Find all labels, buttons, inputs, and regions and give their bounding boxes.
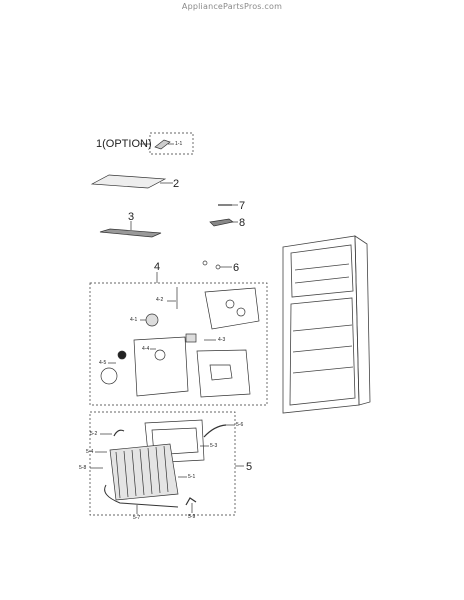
part-6-fastener xyxy=(202,260,208,266)
evap-cover-right-detail xyxy=(209,364,233,381)
part-4-1-fan xyxy=(145,313,159,327)
option-box xyxy=(149,132,194,155)
assembly-5-box xyxy=(89,411,236,516)
label-5-4: 5-4 xyxy=(86,449,94,455)
label-5-6: 5-6 xyxy=(236,422,244,428)
label-4-3: 4-3 xyxy=(218,337,226,343)
part-5-6-probe xyxy=(203,424,227,438)
part-4-5-disc xyxy=(100,367,118,385)
refrigerator-cabinet xyxy=(282,235,371,414)
label-4-4: 4-4 xyxy=(142,346,150,352)
part-8-bracket xyxy=(209,218,234,227)
evap-cover-upper-port-1 xyxy=(225,299,235,309)
part-4-3-motor xyxy=(185,333,197,343)
label-3: 3 xyxy=(128,211,135,223)
label-1-option: 1(OPTION) xyxy=(96,138,152,150)
part-3-cover xyxy=(99,228,162,238)
label-4-2: 4-2 xyxy=(156,297,164,303)
label-4: 4 xyxy=(154,261,161,273)
part-4-5-sensor xyxy=(117,350,127,360)
cabinet-side xyxy=(354,235,371,406)
part-2-shelf xyxy=(90,174,167,189)
fridge-shelves xyxy=(292,324,354,374)
label-4-1: 4-1 xyxy=(130,317,138,323)
label-6: 6 xyxy=(233,262,240,274)
evap-cover-right xyxy=(196,349,251,398)
label-5: 5 xyxy=(246,461,253,473)
freezer-compartment xyxy=(290,244,354,298)
site-watermark: AppliancePartsPros.com xyxy=(181,2,283,11)
evap-cover-upper xyxy=(204,287,260,330)
label-5-8: 5-8 xyxy=(79,465,87,471)
part-1-1-shape xyxy=(154,139,171,150)
part-5-9-bracket xyxy=(185,497,197,506)
part-6-cap xyxy=(215,264,221,270)
label-2: 2 xyxy=(173,178,180,190)
label-8: 8 xyxy=(239,217,246,229)
assembly-4-box xyxy=(89,282,268,406)
evap-cover-upper-port-2 xyxy=(236,307,246,317)
label-4-5: 4-5 xyxy=(99,360,107,366)
part-5-7-heater xyxy=(104,484,179,508)
label-5-3: 5-3 xyxy=(210,443,218,449)
evaporator-fins xyxy=(115,445,169,499)
label-1-1: 1-1 xyxy=(175,141,183,147)
label-5-2: 5-2 xyxy=(90,431,98,437)
fridge-compartment xyxy=(289,297,356,406)
evap-cover-left xyxy=(133,336,189,397)
label-5-1: 5-1 xyxy=(188,474,196,480)
label-5-7: 5-7 xyxy=(133,515,141,521)
label-5-9: 5-9 xyxy=(188,514,196,520)
cabinet-outer xyxy=(282,235,360,414)
evap-cover-left-port xyxy=(154,349,166,361)
label-7: 7 xyxy=(239,200,246,212)
part-5-2-clip xyxy=(113,429,125,437)
freezer-shelves xyxy=(294,263,350,284)
